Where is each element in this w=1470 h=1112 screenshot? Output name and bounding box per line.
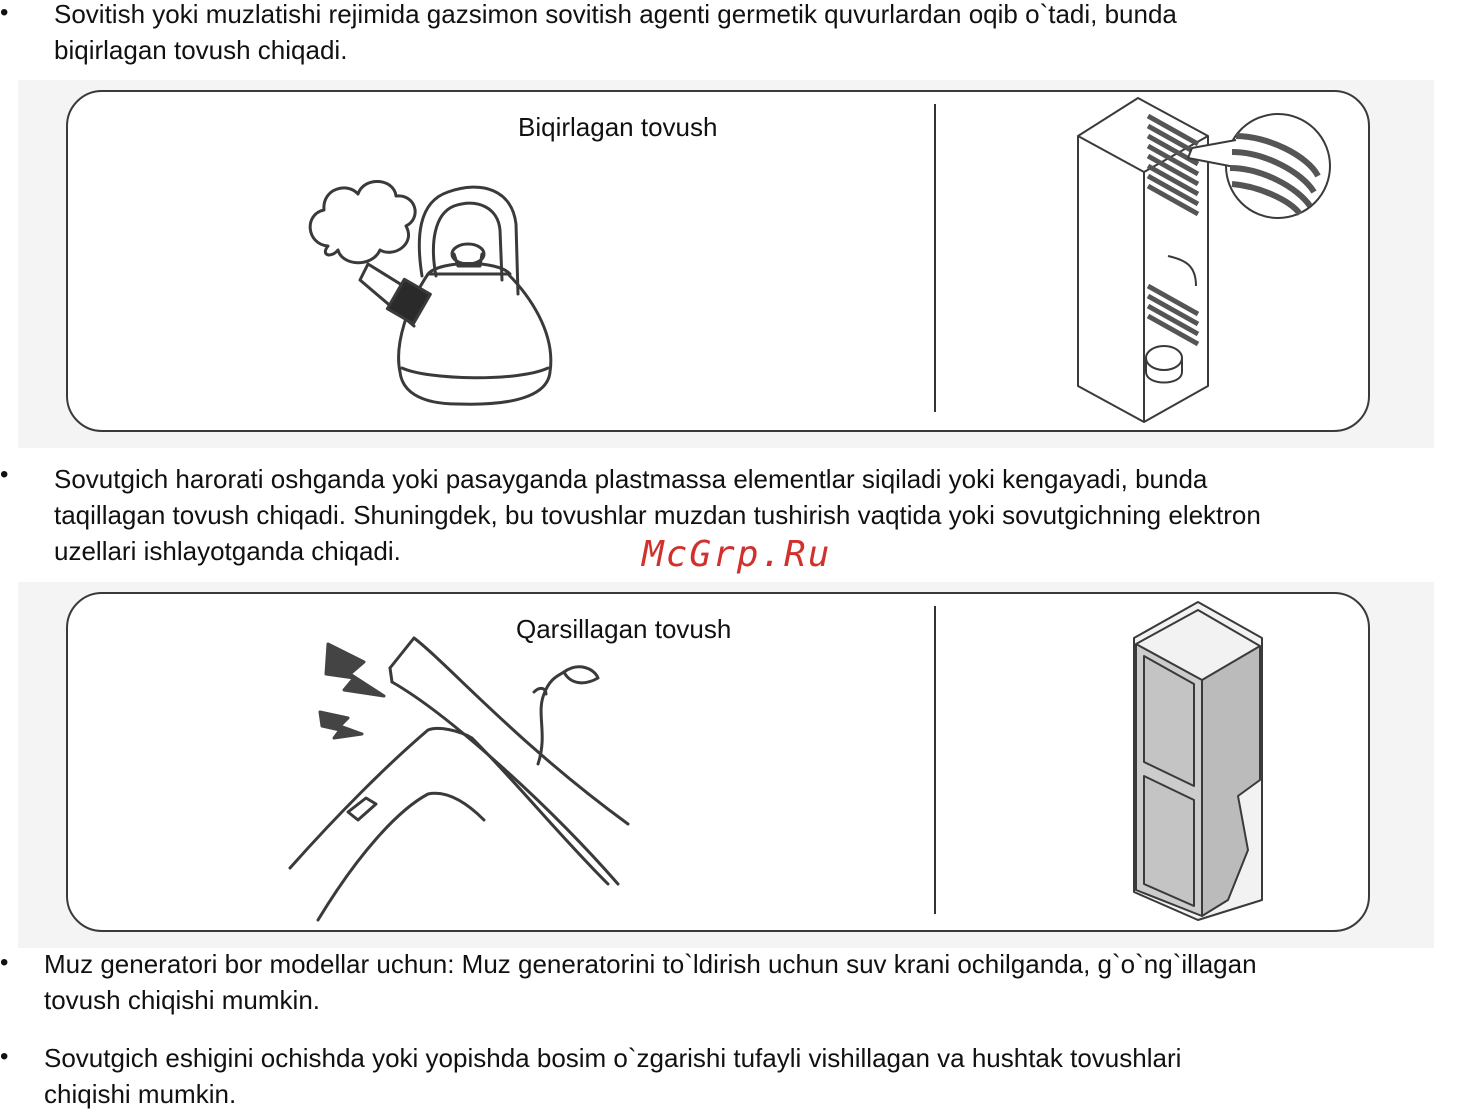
fridge-refrigerant-pipes-icon [1077,97,1331,423]
panel-divider [934,606,936,914]
paragraph-ice-maker: Muz generatori bor modellar uchun: Muz g… [44,949,1257,1015]
bullet-4: • [0,1043,9,1070]
cracking-branch-icon [288,636,630,922]
illustration-panel-bubbling: Biqirlagan tovush [66,90,1370,432]
panel-caption-cracking: Qarsillagan tovush [516,614,732,644]
bullet-2: • [0,461,9,488]
watermark: McGrp.Ru [642,534,832,575]
illustration-panel-cracking: Qarsillagan tovush [66,592,1370,932]
paragraph-door-pressure: Sovutgich eshigini ochishda yoki yopishd… [44,1043,1182,1109]
fridge-inner-liner-icon [1133,601,1263,921]
bullet-3: • [0,949,9,976]
kettle-steam-icon [308,180,553,406]
panel-divider [934,104,936,412]
paragraph-refrigerant-flow: Sovitish yoki muzlatishi rejimida gazsim… [54,0,1177,65]
bullet-1: • [0,0,9,26]
paragraph-plastic-expansion: Sovutgich harorati oshganda yoki pasayga… [54,464,1261,566]
panel-caption-bubbling: Biqirlagan tovush [518,112,718,142]
